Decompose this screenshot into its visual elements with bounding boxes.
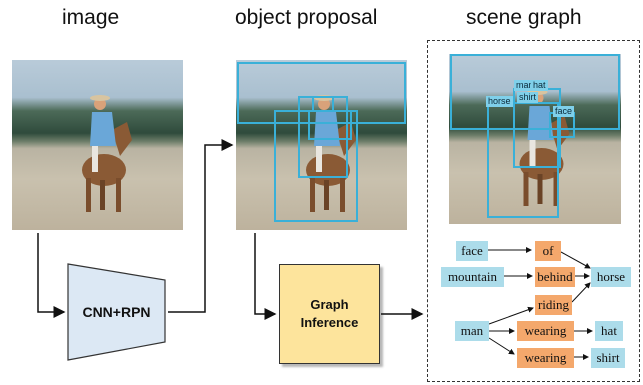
title-object-proposal: object proposal [235, 6, 378, 29]
label-man: man [514, 80, 536, 91]
node-wearing-hat: wearing [517, 321, 574, 341]
node-man: man [455, 321, 489, 341]
rider-figure [519, 89, 570, 206]
graph-inference-block: Graph Inference [279, 264, 380, 364]
node-shirt: shirt [591, 348, 625, 368]
horse-box [487, 102, 559, 218]
labeled-image: mountain man hat horse shirt face [449, 54, 621, 224]
node-mountain: mountain [441, 267, 504, 287]
scene-graph-panel [427, 40, 640, 382]
proposal-box [237, 62, 406, 124]
node-hat: hat [595, 321, 623, 341]
mountain-box [450, 54, 620, 130]
graph-inference-label-2: Inference [300, 315, 359, 330]
proposal-box [308, 110, 352, 140]
node-of: of [535, 241, 561, 261]
rider-figure [82, 95, 132, 212]
label-hat: hat [531, 80, 548, 91]
title-image: image [62, 6, 120, 29]
label-face: face [553, 106, 575, 117]
cnn-rpn-block: CNN+RPN [68, 296, 165, 328]
node-behind: behind [535, 267, 575, 287]
node-face: face [456, 241, 488, 261]
graph-inference-label-1: Graph [310, 297, 349, 312]
input-image [12, 60, 183, 230]
title-scene-graph: scene graph [466, 6, 582, 29]
proposal-image [236, 60, 407, 230]
label-horse: horse [486, 96, 513, 107]
cnn-rpn-label: CNN+RPN [82, 304, 151, 320]
label-shirt: shirt [517, 92, 539, 103]
node-horse: horse [591, 267, 631, 287]
node-wearing-shirt: wearing [517, 348, 574, 368]
node-riding: riding [535, 295, 572, 315]
